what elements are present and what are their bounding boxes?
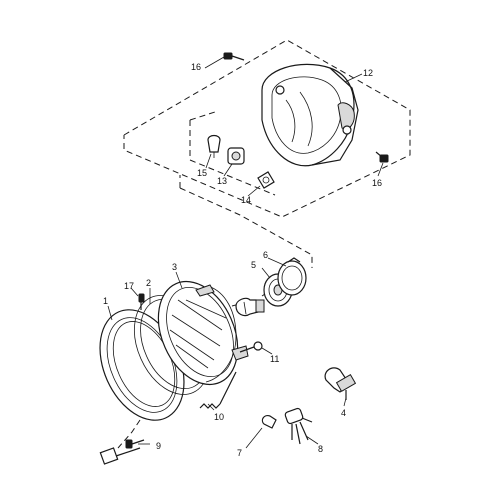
- screw-17: [138, 293, 145, 310]
- callout-8: 8: [318, 444, 323, 454]
- bulb-7: [261, 415, 277, 429]
- headlight-bulb: [235, 297, 265, 317]
- socket-cover: [277, 257, 307, 296]
- callout-2: 2: [146, 278, 151, 288]
- adjusting-screw: [239, 341, 263, 353]
- housing-group-frame: [123, 39, 411, 268]
- callout-3: 3: [172, 262, 177, 272]
- callout-7: 7: [237, 448, 242, 458]
- callout-16-upper: 16: [191, 62, 201, 72]
- position-light-bulb: [207, 134, 221, 158]
- grommet: [257, 171, 275, 189]
- callout-10: 10: [214, 412, 224, 422]
- mounting-screw: [125, 439, 145, 449]
- leader-lines-lower: [107, 257, 347, 449]
- callout-9: 9: [156, 441, 161, 451]
- callout-12: 12: [363, 68, 373, 78]
- callout-5: 5: [251, 260, 256, 270]
- bulb-4: [324, 367, 357, 400]
- leader-lines-upper: [204, 56, 384, 197]
- callout-6: 6: [263, 250, 268, 260]
- headlight-housing: [261, 63, 359, 167]
- headlight-unit: [157, 280, 249, 386]
- callout-16-right: 16: [372, 178, 382, 188]
- socket-8: [284, 407, 313, 445]
- callout-11: 11: [270, 354, 279, 364]
- bolt-upper: [223, 52, 245, 61]
- callout-1: 1: [103, 296, 108, 306]
- bolt-right: [375, 151, 389, 163]
- callout-labels: 1 2 3 4 5 6 7 8 9 10 11 12 13 14 15 16 1…: [103, 62, 382, 458]
- bulb-socket: [227, 147, 245, 165]
- callout-4: 4: [341, 408, 346, 418]
- callout-15: 15: [197, 168, 207, 178]
- callout-13: 13: [217, 176, 227, 186]
- callout-14: 14: [241, 195, 251, 205]
- callout-17: 17: [124, 281, 134, 291]
